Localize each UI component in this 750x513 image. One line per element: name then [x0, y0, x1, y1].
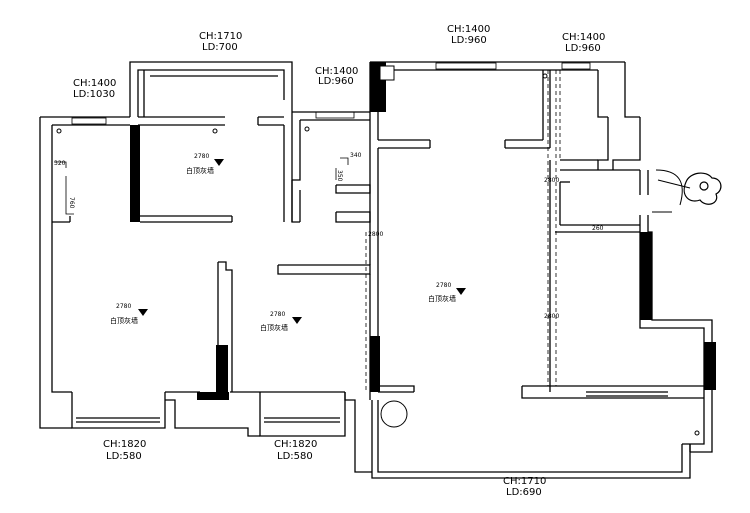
window-label-ld: LD:690 — [506, 487, 542, 498]
window-label-ch: CH:1820 — [103, 439, 146, 450]
dimension-label: 260 — [592, 225, 604, 232]
window-label-ld: LD:960 — [565, 43, 601, 54]
room-annotations: 2780 白顶灰墙 2780 白顶灰墙 2780 白顶灰墙 2780 白顶灰墙 — [110, 153, 466, 332]
dimension-label: 350 — [336, 170, 343, 182]
dimension-labels: 320 760 340 350 260 2800 2800 2800 — [54, 152, 604, 320]
dimension-label: 760 — [68, 197, 75, 209]
dimension-label: 320 — [54, 160, 66, 167]
ceiling-height-icon — [214, 159, 224, 166]
room-height: 2780 — [270, 311, 285, 318]
window-label-ld: LD:960 — [318, 76, 354, 87]
room-note: 白顶灰墙 — [110, 316, 138, 325]
window-label-ch: CH:1820 — [274, 439, 317, 450]
room-note: 白顶灰墙 — [186, 166, 214, 175]
ceiling-height-icon — [292, 317, 302, 324]
room-marker: 2780 白顶灰墙 — [186, 153, 224, 175]
room-height: 2780 — [436, 282, 451, 289]
dimension-label: 2800 — [544, 177, 559, 184]
camera-icon — [683, 172, 722, 205]
ceiling-height-icon — [456, 288, 466, 295]
window-label-ch: CH:1710 — [503, 476, 546, 487]
room-marker: 2780 白顶灰墙 — [110, 303, 148, 325]
window-annotations: CH:1710 LD:700 CH:1400 LD:1030 CH:1400 L… — [73, 24, 605, 498]
walls — [39, 61, 713, 479]
window-label-ch: CH:1400 — [315, 66, 358, 77]
window-label-ld: LD:700 — [202, 42, 238, 53]
dimension-label: 340 — [350, 152, 362, 159]
room-note: 白顶灰墙 — [428, 294, 456, 303]
window-label-ld: LD:1030 — [73, 89, 115, 100]
window-label-ld: LD:580 — [106, 451, 142, 462]
dimension-label: 2800 — [544, 313, 559, 320]
window-glazing — [71, 62, 591, 125]
room-marker: 2780 白顶灰墙 — [260, 311, 302, 332]
room-note: 白顶灰墙 — [260, 323, 288, 332]
window-label-ch: CH:1400 — [447, 24, 490, 35]
solid-walls — [130, 62, 716, 400]
room-height: 2780 — [116, 303, 131, 310]
window-label-ch: CH:1710 — [199, 31, 242, 42]
window-label-ch: CH:1400 — [562, 32, 605, 43]
room-marker: 2780 白顶灰墙 — [428, 282, 466, 303]
window-label-ch: CH:1400 — [73, 78, 116, 89]
ceiling-height-icon — [138, 309, 148, 316]
window-label-ld: LD:580 — [277, 451, 313, 462]
dimension-label: 2800 — [368, 231, 383, 238]
window-label-ld: LD:960 — [451, 35, 487, 46]
dimension-lines — [54, 157, 349, 215]
room-height: 2780 — [194, 153, 209, 160]
